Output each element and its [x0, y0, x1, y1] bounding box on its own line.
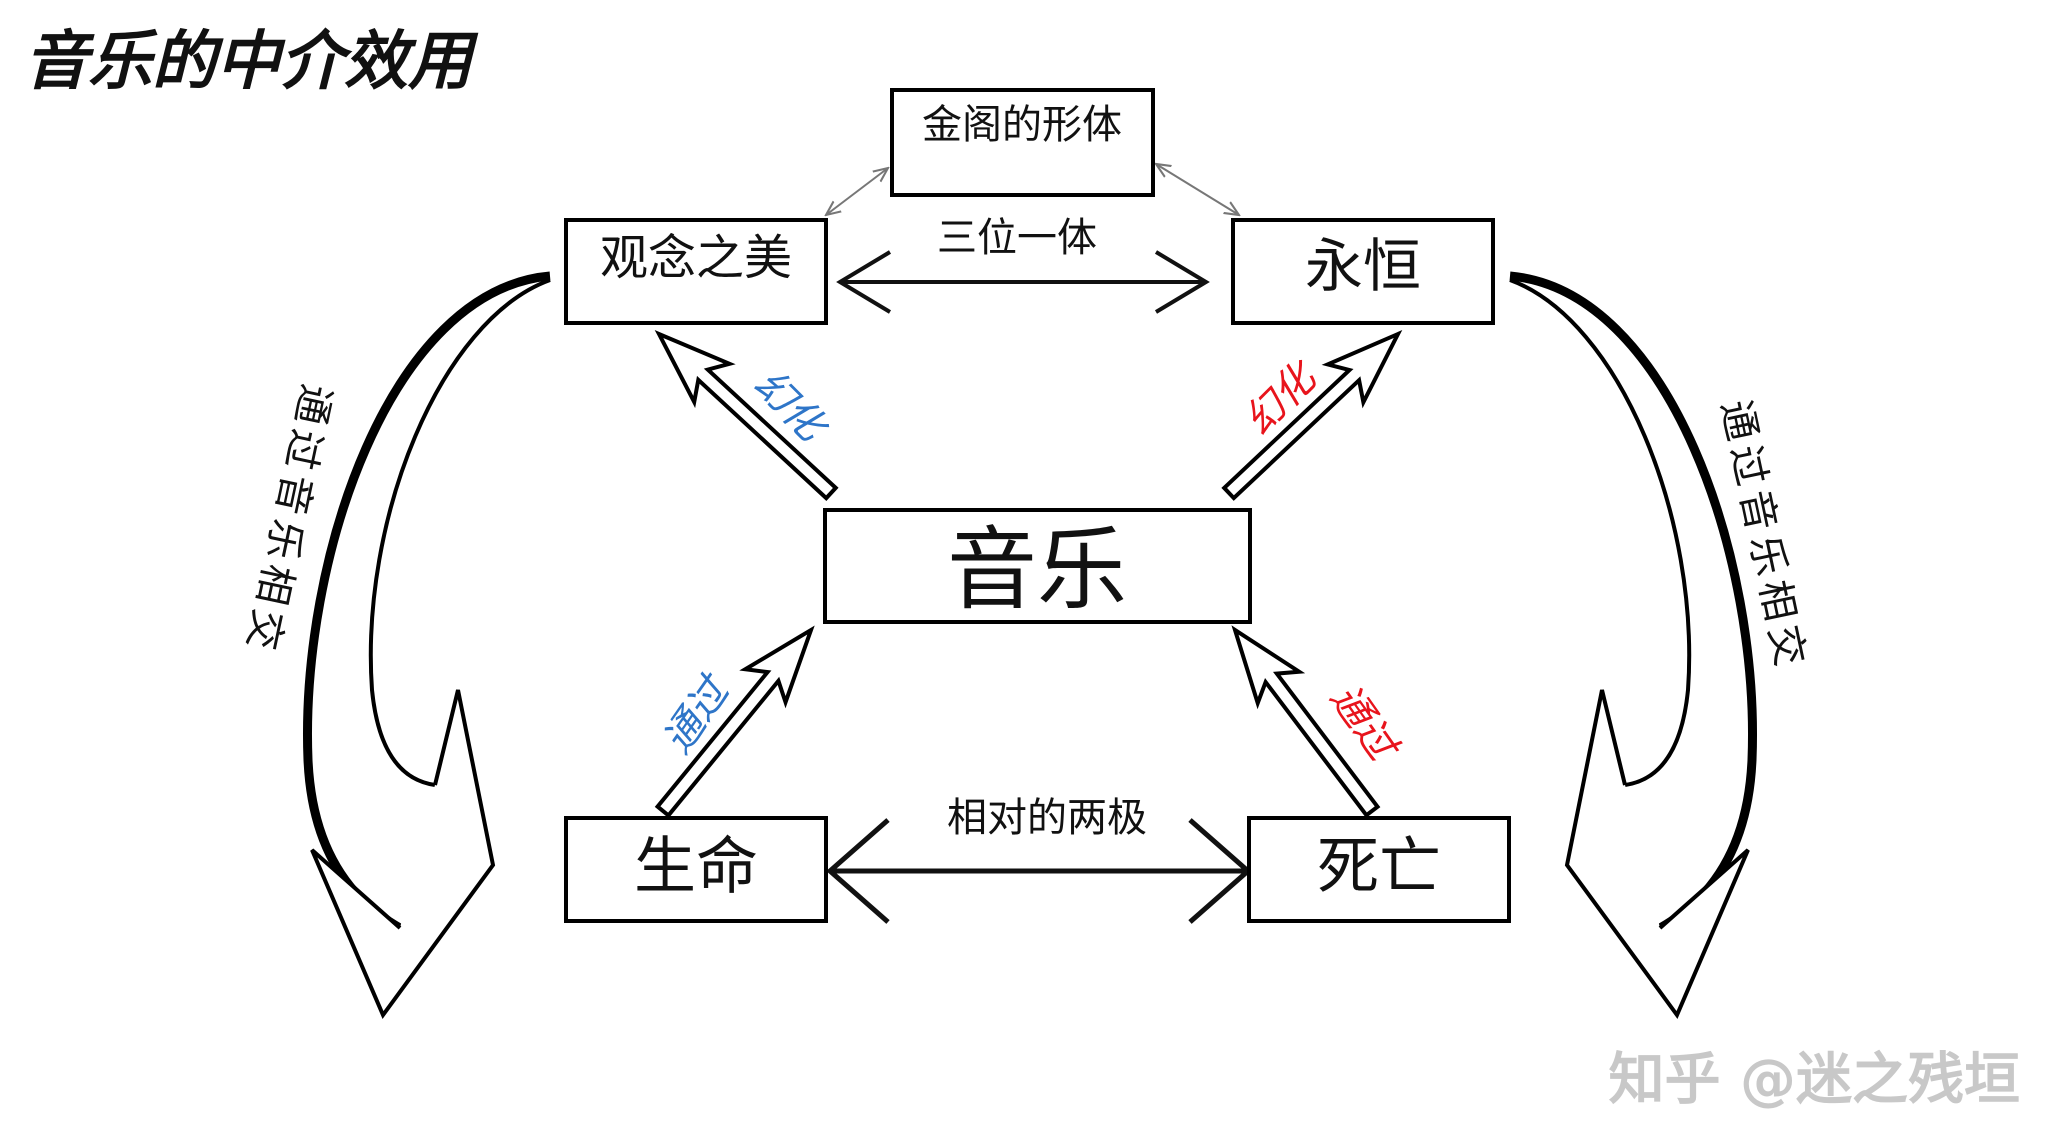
- curved-arrow-left: [303, 271, 551, 1020]
- curved-arrow-right: [1509, 271, 1757, 1020]
- node-golden-pavilion: 金阁的形体: [890, 88, 1155, 197]
- node-ideal-beauty: 观念之美: [564, 218, 828, 325]
- svg-text:死亡: 死亡: [1317, 830, 1441, 903]
- node-music: 音乐: [823, 508, 1252, 624]
- arrow-music-to-eternity: [1221, 329, 1403, 501]
- node-death: 死亡: [1247, 816, 1511, 923]
- svg-text:永恒: 永恒: [1305, 232, 1421, 300]
- intersect-label-left: 通过音乐相交: [237, 380, 339, 660]
- node-life: 生命: [564, 816, 828, 923]
- page-title: 音乐的中介效用: [24, 25, 479, 99]
- arrow-death-to-music: [1231, 625, 1381, 819]
- svg-text:音乐: 音乐: [947, 518, 1127, 623]
- arrow-music-to-ideal: [654, 330, 839, 501]
- node-eternity: 永恒: [1231, 218, 1495, 325]
- svg-text:生命: 生命: [634, 830, 758, 903]
- watermark: 知乎 @迷之残垣: [1609, 1048, 2021, 1113]
- hollow-arrows: [654, 329, 1403, 819]
- link-eternity-to-pavilion: [1156, 164, 1239, 215]
- trinity-arrow: [836, 250, 1210, 314]
- illusion-label-right: 幻化: [1235, 352, 1328, 445]
- relative-poles-label: 相对的两极: [947, 795, 1147, 841]
- svg-text:金阁的形体: 金阁的形体: [922, 102, 1122, 148]
- arrow-life-to-music: [654, 625, 815, 819]
- svg-text:观念之美: 观念之美: [600, 230, 792, 286]
- link-ideal-to-pavilion: [826, 168, 888, 215]
- illusion-label-left: 幻化: [744, 360, 837, 453]
- through-label-left: 通过: [654, 666, 740, 762]
- trinity-label: 三位一体: [937, 215, 1097, 261]
